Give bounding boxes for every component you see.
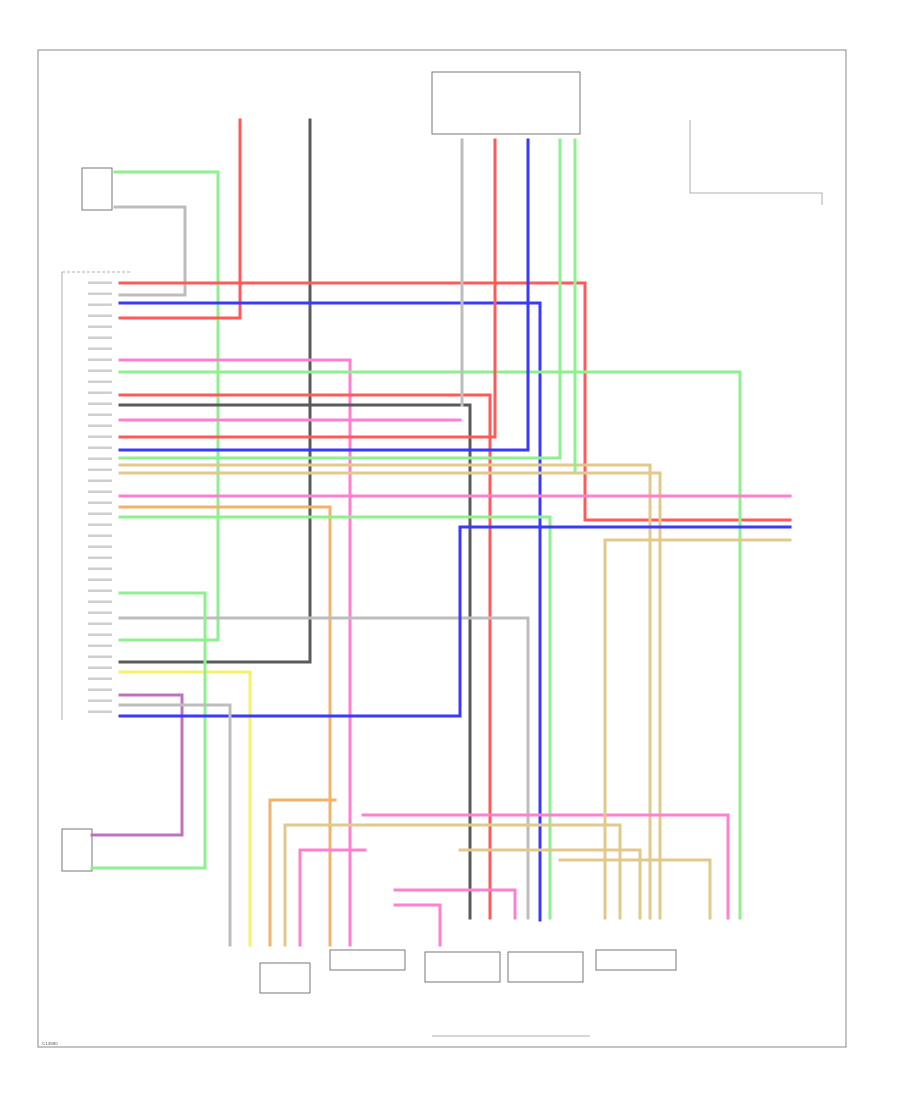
wire-violet-1 <box>90 693 184 837</box>
pin-label-mark <box>88 655 112 658</box>
wire-black-2 <box>118 403 472 920</box>
right-bracket <box>689 120 823 205</box>
pin-label-mark <box>88 567 112 570</box>
connector-b <box>329 949 406 971</box>
pin-label-mark <box>88 512 112 515</box>
wire-green-4 <box>118 515 552 920</box>
wire-gray-switch <box>113 205 187 297</box>
wire-red-3 <box>118 138 497 439</box>
pin-label-mark <box>88 358 112 361</box>
wire-orange-2 <box>268 798 337 947</box>
front-switch-box <box>81 167 113 211</box>
pin-label-mark <box>88 325 112 328</box>
pin-label-mark <box>88 534 112 537</box>
label-marks <box>88 281 112 713</box>
pin-label-mark <box>88 336 112 339</box>
wire-green-3 <box>118 138 562 460</box>
connector-a <box>259 962 311 994</box>
wire-group <box>90 118 792 947</box>
pin-label-mark <box>88 435 112 438</box>
wire-tan-6 <box>558 858 712 920</box>
pin-label-mark <box>88 589 112 592</box>
pin-label-mark <box>88 292 112 295</box>
wire-yellow-1 <box>118 670 252 947</box>
pin-label-mark <box>88 523 112 526</box>
pin-label-mark <box>88 666 112 669</box>
wire-pink-7 <box>393 903 442 947</box>
connector-d <box>507 951 584 983</box>
pin-label-mark <box>88 600 112 603</box>
wire-red-fuse <box>118 118 242 320</box>
pin-label-mark <box>88 556 112 559</box>
pin-label-mark <box>88 633 112 636</box>
pin-label-mark <box>88 710 112 713</box>
wire-pink-5 <box>361 813 730 920</box>
wire-black-ground <box>118 118 312 664</box>
pin-label-mark <box>88 501 112 504</box>
wire-red-bus-1 <box>118 281 792 522</box>
seat-switch-block <box>431 71 581 135</box>
connector-e <box>595 949 677 971</box>
pin-label-mark <box>88 479 112 482</box>
pin-label-mark <box>88 402 112 405</box>
pin-label-mark <box>88 677 112 680</box>
diagram-border <box>37 49 847 1048</box>
pin-label-mark <box>88 622 112 625</box>
pin-label-mark <box>88 490 112 493</box>
pin-label-mark <box>88 611 112 614</box>
pin-label-mark <box>88 369 112 372</box>
pin-label-mark <box>88 314 112 317</box>
wire-tan-5 <box>458 848 642 920</box>
pin-label-mark <box>88 644 112 647</box>
footer-code: C13880 <box>42 1041 58 1046</box>
wire-red-2 <box>118 393 492 920</box>
pin-label-mark <box>88 699 112 702</box>
pin-label-mark <box>88 380 112 383</box>
wire-blue-3 <box>118 138 530 452</box>
wire-pink-6 <box>393 888 517 920</box>
wire-tan-1 <box>118 463 652 920</box>
wire-gray-1 <box>118 616 530 920</box>
wire-tan-2 <box>118 471 662 920</box>
wire-pink-1 <box>118 358 352 947</box>
connector-c <box>424 951 501 983</box>
pin-label-mark <box>88 688 112 691</box>
pin-label-mark <box>88 545 112 548</box>
wire-tan-4 <box>283 823 622 947</box>
pin-label-mark <box>88 391 112 394</box>
wire-green-1 <box>118 370 742 920</box>
pin-label-mark <box>88 281 112 284</box>
wire-blue-bus-1 <box>118 301 542 922</box>
pin-label-mark <box>88 424 112 427</box>
rear-switch-box <box>61 828 93 872</box>
pin-label-mark <box>88 457 112 460</box>
wire-blue-5 <box>118 525 462 718</box>
wire-gray-2 <box>118 703 232 947</box>
pin-label-mark <box>88 303 112 306</box>
wire-green-5 <box>90 591 207 870</box>
pin-label-mark <box>88 347 112 350</box>
pin-label-mark <box>88 446 112 449</box>
pin-label-mark <box>88 578 112 581</box>
wire-pink-4 <box>298 848 367 947</box>
pin-label-mark <box>88 413 112 416</box>
pin-label-mark <box>88 468 112 471</box>
